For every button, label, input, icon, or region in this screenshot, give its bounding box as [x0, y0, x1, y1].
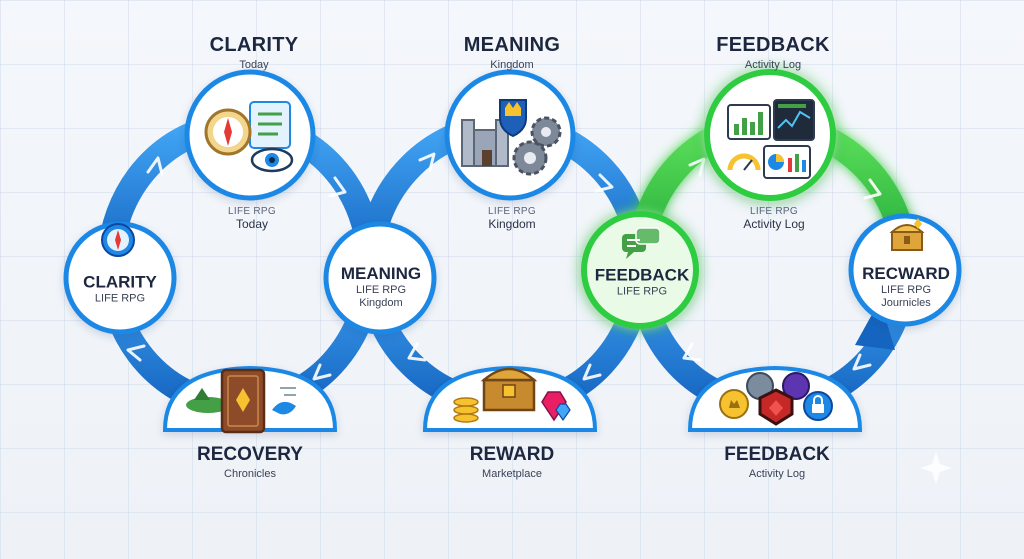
- meaning-top-label: MEANING Kingdom: [464, 34, 561, 71]
- clarity-caption-line2: Today: [235, 217, 269, 231]
- meaning-mid-line2: Kingdom: [359, 297, 403, 309]
- meaning-top-title: MEANING: [463, 34, 561, 56]
- meaning-mid-line1: LIFE RPG: [355, 284, 407, 296]
- feedback-top-subtitle: Activity Log: [744, 59, 802, 71]
- clarity-caption: LIFE RPG Today: [228, 206, 276, 231]
- meaning-mid-circle[interactable]: [323, 221, 437, 335]
- reward-title: REWARD: [469, 444, 555, 465]
- feedback-mid-label: FEEDBACK LIFE RPG: [595, 266, 689, 299]
- reward-bottom-label: REWARD Marketplace: [470, 444, 554, 480]
- reward-mid-line2: Journicles: [881, 297, 931, 309]
- feedback-mid-line1: LIFE RPG: [616, 285, 668, 298]
- reward-mid-title: RECWARD: [862, 264, 950, 283]
- compass-icon: [101, 223, 135, 257]
- flow-arrows: [126, 152, 882, 381]
- clarity-top-label: CLARITY Today: [210, 34, 299, 71]
- castle-crown-gears-icon: [461, 99, 562, 176]
- chat-bubbles-icon: [622, 227, 661, 259]
- feedback-top-label: FEEDBACK Activity Log: [716, 34, 830, 71]
- feedback-mid-title: FEEDBACK: [594, 265, 690, 285]
- clarity-mid-title: CLARITY: [83, 272, 157, 292]
- treasure-gold-gem-icon: [453, 367, 571, 423]
- meaning-mid-title: MEANING: [340, 264, 422, 283]
- dashboard-charts-icon: [727, 99, 815, 179]
- reward-mid-circle[interactable]: [848, 213, 962, 327]
- feedback-bottom-title: FEEDBACK: [724, 444, 830, 465]
- feedback-bottom-subtitle: Activity Log: [748, 468, 806, 480]
- meaning-top-subtitle: Kingdom: [490, 59, 534, 71]
- clarity-top-title: CLARITY: [209, 34, 299, 56]
- sparkle-icon: [920, 452, 952, 484]
- treasure-chest-icon: [889, 218, 925, 251]
- reward-mid-line1: LIFE RPG: [880, 284, 932, 296]
- feedback-caption-line2: Activity Log: [743, 217, 805, 231]
- meaning-caption: LIFE RPG Kingdom: [488, 206, 536, 231]
- feedback-mid-circle[interactable]: [581, 211, 699, 329]
- recovery-subtitle: Chronicles: [224, 468, 276, 480]
- clarity-caption-line1: LIFE RPG: [228, 206, 276, 217]
- reward-subtitle: Marketplace: [482, 468, 542, 480]
- feedback-top-title: FEEDBACK: [716, 34, 830, 56]
- feedback-bottom-label: FEEDBACK Activity Log: [724, 444, 830, 480]
- feedback-caption-line1: LIFE RPG: [750, 206, 798, 217]
- recovery-title: RECOVERY: [197, 444, 303, 465]
- clarity-mid-line1: LIFE RPG: [94, 292, 146, 305]
- meaning-caption-line2: Kingdom: [488, 217, 536, 231]
- recovery-bottom-label: RECOVERY Chronicles: [197, 444, 303, 480]
- clarity-top-subtitle: Today: [239, 59, 269, 71]
- meaning-mid-label: MEANING LIFE RPG Kingdom: [341, 264, 421, 310]
- feedback-caption: LIFE RPG Activity Log: [743, 206, 804, 231]
- compass-checklist-eye-icon: [204, 101, 294, 173]
- reward-mid-label: RECWARD LIFE RPG Journicles: [862, 264, 950, 310]
- badges-lock-icon: [719, 372, 833, 426]
- meaning-caption-line1: LIFE RPG: [488, 206, 536, 217]
- clarity-mid-label: CLARITY LIFE RPG: [83, 273, 157, 306]
- journal-book-icon: [186, 368, 296, 434]
